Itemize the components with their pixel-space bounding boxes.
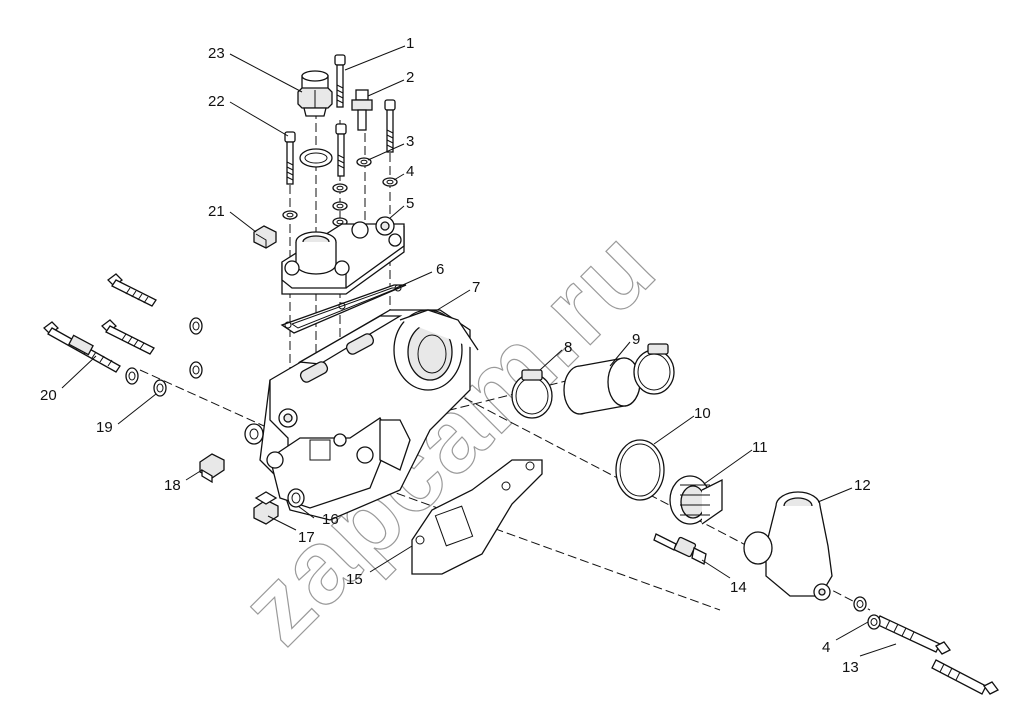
part-5-housing — [281, 216, 405, 295]
callout-4b: 4 — [822, 639, 830, 656]
callout-9: 9 — [632, 331, 640, 348]
callout-7: 7 — [472, 279, 480, 296]
part-19-washers — [125, 317, 203, 397]
washers-top — [282, 157, 398, 227]
o-ring-top — [299, 148, 333, 168]
part-11-thermostat — [669, 475, 723, 525]
clamp-right — [633, 343, 675, 395]
callout-18: 18 — [164, 477, 181, 494]
part-13-bolts — [875, 615, 999, 695]
washers-bottom — [853, 596, 881, 630]
part-20-bolts — [43, 273, 157, 373]
callout-5: 5 — [406, 195, 414, 212]
callout-22: 22 — [208, 93, 225, 110]
part-14-sensor — [653, 533, 707, 565]
bolt-right — [384, 99, 396, 153]
callout-8: 8 — [564, 339, 572, 356]
part-23-fitting — [297, 70, 333, 117]
washer-near-body — [244, 423, 264, 445]
part-21-plug — [253, 225, 277, 249]
part-12-outlet-housing — [743, 491, 833, 601]
part-6-gasket — [280, 284, 407, 334]
callout-15: 15 — [346, 571, 363, 588]
part-8-clamp — [511, 369, 553, 419]
callout-6: 6 — [436, 261, 444, 278]
callout-labels: 1 2 3 4 5 6 7 8 9 10 11 12 13 14 15 16 1… — [40, 35, 871, 676]
callout-11: 11 — [752, 439, 768, 456]
callout-17: 17 — [298, 529, 315, 546]
part-16-washer — [287, 488, 305, 508]
part-7-main-body — [259, 309, 479, 521]
part-22-bolt — [284, 131, 296, 185]
part-2-sensor — [351, 89, 373, 131]
callout-3: 3 — [406, 133, 414, 150]
callout-1: 1 — [406, 35, 414, 52]
callout-leaders — [61, 45, 897, 657]
part-15-gasket — [411, 459, 543, 575]
part-18-plug — [199, 453, 225, 484]
part-1-bolt — [334, 54, 346, 108]
callout-14: 14 — [730, 579, 747, 596]
callout-19: 19 — [96, 419, 113, 436]
callout-23: 23 — [208, 45, 225, 62]
bolt-middle — [335, 123, 347, 177]
callout-10: 10 — [694, 405, 711, 422]
callout-16: 16 — [322, 511, 339, 528]
callout-12: 12 — [854, 477, 871, 494]
callout-4a: 4 — [406, 163, 414, 180]
callout-20: 20 — [40, 387, 57, 404]
part-9-hose — [563, 357, 641, 415]
callout-21: 21 — [208, 203, 225, 220]
part-10-o-ring — [615, 439, 665, 501]
callout-2: 2 — [406, 69, 414, 86]
callout-13: 13 — [842, 659, 859, 676]
